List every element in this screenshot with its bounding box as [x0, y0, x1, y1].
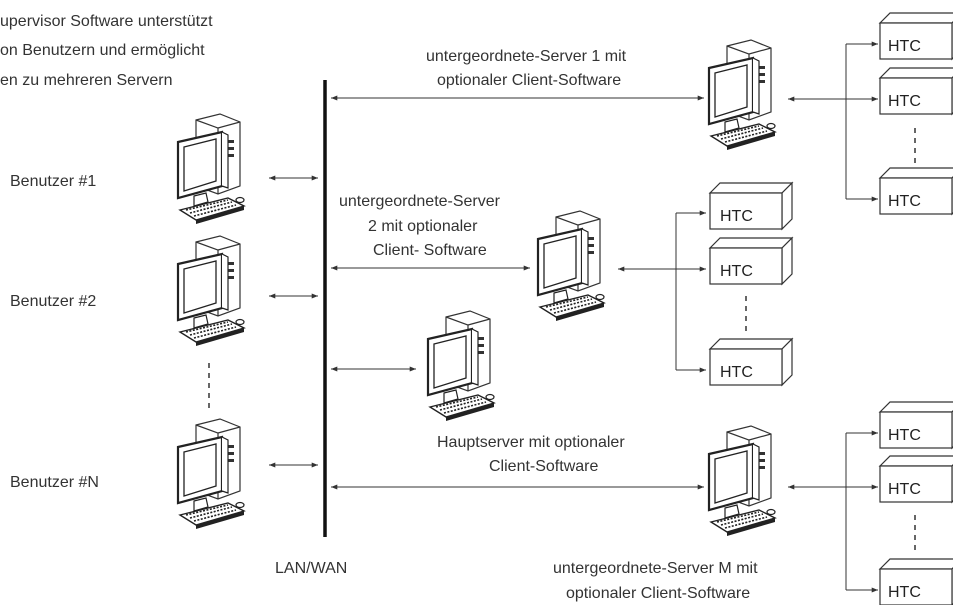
htc-label: HTC	[720, 208, 753, 225]
user-1-computer-icon	[176, 112, 246, 226]
subserver-1-label-line1: untergeordnete-Server 1 mit	[426, 48, 627, 65]
header-text-line3: en zu mehreren Servern	[0, 72, 173, 89]
htc-label: HTC	[888, 93, 921, 110]
header-text-line1: upervisor Software unterstützt	[0, 13, 213, 30]
lan-wan-label: LAN/WAN	[275, 560, 347, 577]
htc-label: HTC	[888, 427, 921, 444]
htc-label: HTC	[888, 584, 921, 601]
subserver-1-computer-icon	[707, 38, 777, 152]
subserver-m-label-line1: untergeordnete-Server M mit	[553, 560, 758, 577]
htc-label: HTC	[720, 364, 753, 381]
subserver-2-computer-icon	[536, 209, 606, 323]
header-text-line2: on Benutzern und ermöglicht	[0, 42, 205, 59]
main-server-computer-icon	[426, 309, 496, 423]
subserver-2-label-line2: 2 mit optionaler	[368, 218, 478, 235]
subserver-2-label-line3: Client- Software	[373, 242, 487, 259]
htc-label: HTC	[888, 193, 921, 210]
main-server-label-line2: Client-Software	[489, 458, 598, 475]
user-1-label: Benutzer #1	[10, 173, 96, 190]
htc-label: HTC	[888, 38, 921, 55]
subserver-2-label-line1: untergeordnete-Server	[339, 193, 501, 210]
main-server-label-line1: Hauptserver mit optionaler	[437, 434, 625, 451]
subserver-1-label-line2: optionaler Client-Software	[437, 72, 621, 89]
user-n-computer-icon	[176, 417, 246, 531]
htc-label: HTC	[888, 481, 921, 498]
user-2-label: Benutzer #2	[10, 293, 96, 310]
htc-label: HTC	[720, 263, 753, 280]
subserver-m-computer-icon	[707, 424, 777, 538]
user-2-computer-icon	[176, 234, 246, 348]
subserver-m-label-line2: optionaler Client-Software	[566, 585, 750, 602]
user-n-label: Benutzer #N	[10, 474, 99, 491]
